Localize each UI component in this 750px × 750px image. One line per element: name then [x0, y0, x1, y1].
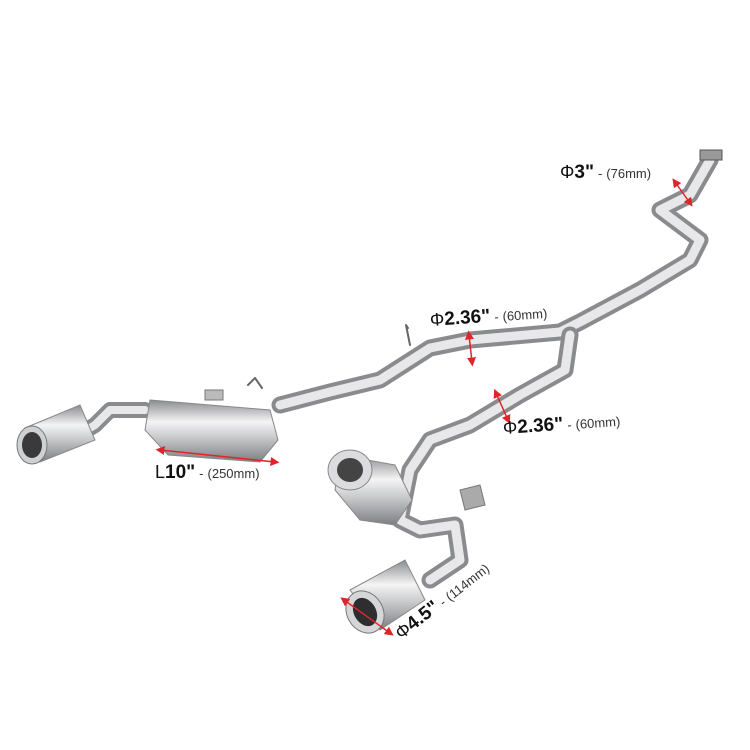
pipes — [62, 151, 719, 589]
arrow-inlet — [672, 178, 693, 207]
annotation-muffler-length: L10"-(250mm) — [155, 462, 260, 483]
dimension-arrows — [155, 178, 693, 636]
arrow-mid-lower — [493, 388, 511, 425]
left-tip — [16, 404, 96, 465]
arrow-tip — [340, 597, 394, 636]
inlet-flange — [699, 149, 723, 161]
arrow-mid-upper — [465, 330, 476, 367]
arrow-muffler-length — [155, 445, 280, 467]
right-muffler — [327, 449, 486, 526]
annotation-inlet-diameter: Φ3"-(76mm) — [560, 162, 652, 183]
